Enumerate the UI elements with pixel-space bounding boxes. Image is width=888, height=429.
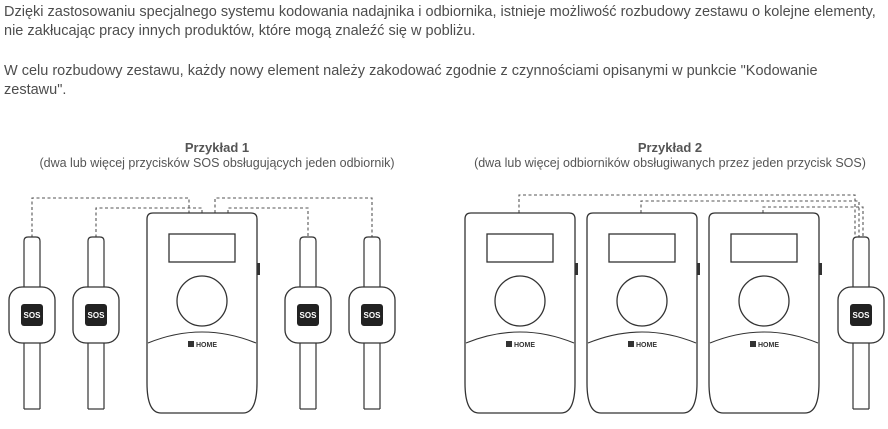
receiver-button: [738, 275, 790, 327]
receiver-ex2-1: HOME: [464, 212, 578, 414]
receiver-button: [616, 275, 668, 327]
brand-logo-text: HOME: [196, 342, 217, 349]
receiver-base-line: [709, 331, 819, 344]
receiver-ex1: HOME: [146, 212, 260, 414]
sos-label: SOS: [300, 311, 318, 320]
receiver-base-line: [465, 331, 575, 344]
sos-wristband-2: SOS: [72, 236, 120, 410]
example-2-subtitle: (dwa lub więcej odbiorników obsługiwanyc…: [474, 156, 866, 170]
intro-paragraph: Dzięki zastosowaniu specjalnego systemu …: [4, 4, 876, 39]
brand-logo-text: HOME: [758, 342, 779, 349]
sos-button: [361, 304, 383, 326]
sos-button: [21, 304, 43, 326]
sos-wristband-1: SOS: [8, 236, 56, 410]
brand-logo-mark: [188, 341, 194, 347]
sos-label: SOS: [853, 311, 871, 320]
sos-button: [850, 304, 872, 326]
link-sos-3-to-receiver: [227, 207, 309, 287]
sos-button: [85, 304, 107, 326]
example-2-title: Przykład 2: [637, 140, 703, 155]
brand-logo-mark: [750, 341, 756, 347]
receiver-ex2-2: HOME: [586, 212, 700, 414]
sos-wristband-3: SOS: [284, 236, 332, 410]
brand-logo-mark: [506, 341, 512, 347]
example-1-title: Przykład 1: [184, 140, 250, 155]
receiver-base-line: [587, 331, 697, 344]
sos-label: SOS: [364, 311, 382, 320]
receiver-display: [730, 233, 798, 263]
receiver-side-switch: [575, 263, 578, 275]
receiver-ex2-3: HOME: [708, 212, 822, 414]
link-receiver-2-to-sos: [640, 200, 860, 287]
receiver-display: [608, 233, 676, 263]
brand-logo-text: HOME: [514, 342, 535, 349]
sos-wristband-4: SOS: [348, 236, 396, 410]
brand-logo-text: HOME: [636, 342, 657, 349]
brand-logo-mark: [628, 341, 634, 347]
receiver-button: [494, 275, 546, 327]
receiver-side-switch: [819, 263, 822, 275]
receiver-display: [486, 233, 554, 263]
sos-button: [297, 304, 319, 326]
example-1-subtitle: (dwa lub więcej przycisków SOS obsługują…: [39, 156, 395, 170]
sos-label: SOS: [88, 311, 106, 320]
receiver-display: [168, 233, 236, 263]
receiver-base-line: [147, 331, 257, 344]
receiver-side-switch: [697, 263, 700, 275]
receiver-side-switch: [257, 263, 260, 275]
receiver-button: [176, 275, 228, 327]
sos-label: SOS: [24, 311, 42, 320]
sos-wristband-ex2: SOS: [837, 236, 885, 410]
expansion-paragraph: W celu rozbudowy zestawu, każdy nowy ele…: [4, 63, 818, 98]
